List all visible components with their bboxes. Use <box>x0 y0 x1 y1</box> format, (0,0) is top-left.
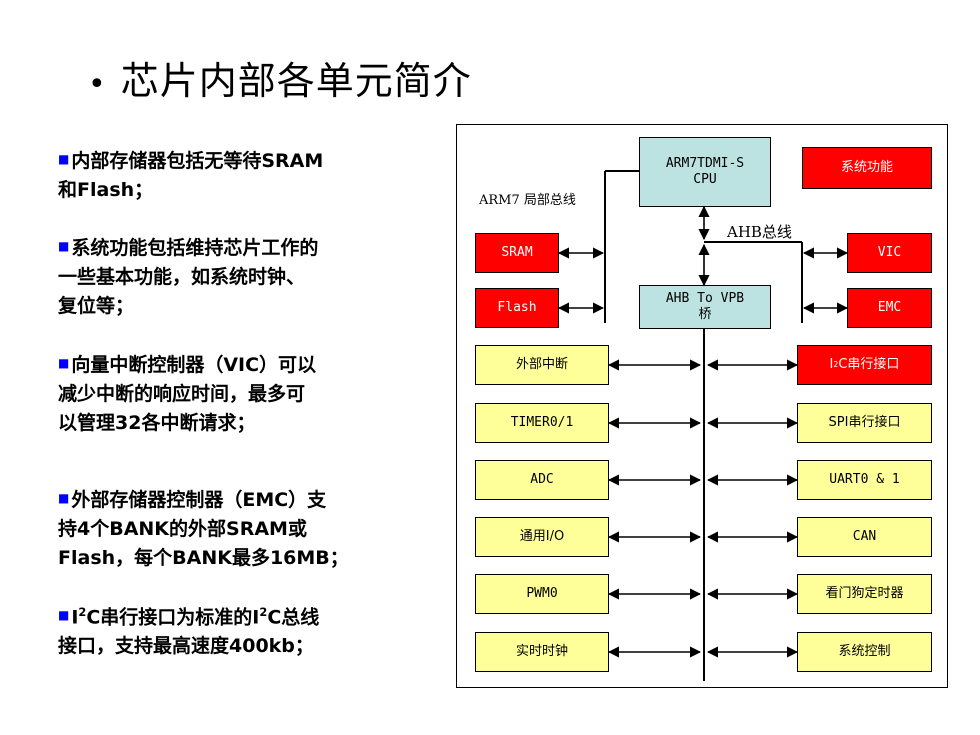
flash-box: Flash <box>475 288 559 328</box>
peripheral-rtc: 实时时钟 <box>475 632 609 672</box>
local-bus-label: ARM7 局部总线 <box>479 193 576 208</box>
slide-title: • 芯片内部各单元简介 <box>88 50 472 105</box>
ahb-bus-label: AHB总线 <box>727 223 792 241</box>
peripheral-can: CAN <box>797 517 932 557</box>
peripheral-timer: TIMER0/1 <box>475 403 609 443</box>
bullet-memory: ■内部存储器包括无等待SRAM 和Flash； <box>58 150 324 201</box>
title-text: 芯片内部各单元简介 <box>120 59 472 103</box>
bullet-square-icon: ■ <box>58 239 70 253</box>
peripheral-watchdog: 看门狗定时器 <box>797 574 932 614</box>
bullet-emc: ■外部存储器控制器（EMC）支 持4个BANK的外部SRAM或 Flash，每个… <box>58 489 349 569</box>
bullet-square-icon: ■ <box>58 608 70 623</box>
peripheral-uart: UART0 & 1 <box>797 460 932 500</box>
peripheral-spi: SPI串行接口 <box>797 403 932 443</box>
bullet-i2c: ■I2C串行接口为标准的I2C总线 接口，支持最高速度400kb； <box>58 605 320 658</box>
peripheral-system-control: 系统控制 <box>797 632 932 672</box>
bullet-square-icon: ■ <box>58 356 70 370</box>
bus-wires <box>557 170 849 681</box>
peripheral-gpio: 通用I/O <box>475 517 609 557</box>
vic-box: VIC <box>847 233 932 273</box>
bullet-square-icon: ■ <box>58 152 70 166</box>
title-bullet: • <box>88 67 107 102</box>
emc-box: EMC <box>847 288 932 328</box>
peripheral-adc: ADC <box>475 460 609 500</box>
bullet-system-function: ■系统功能包括维持芯片工作的 一些基本功能，如系统时钟、 复位等； <box>58 237 319 317</box>
bullet-vic: ■向量中断控制器（VIC）可以 减少中断的响应时间，最多可 以管理32各中断请求… <box>58 354 317 434</box>
peripheral-pwm: PWM0 <box>475 574 609 614</box>
sram-box: SRAM <box>475 233 559 273</box>
bullet-square-icon: ■ <box>58 491 70 505</box>
peripheral-ext-interrupt: 外部中断 <box>475 345 609 385</box>
system-function-box: 系统功能 <box>802 147 932 189</box>
